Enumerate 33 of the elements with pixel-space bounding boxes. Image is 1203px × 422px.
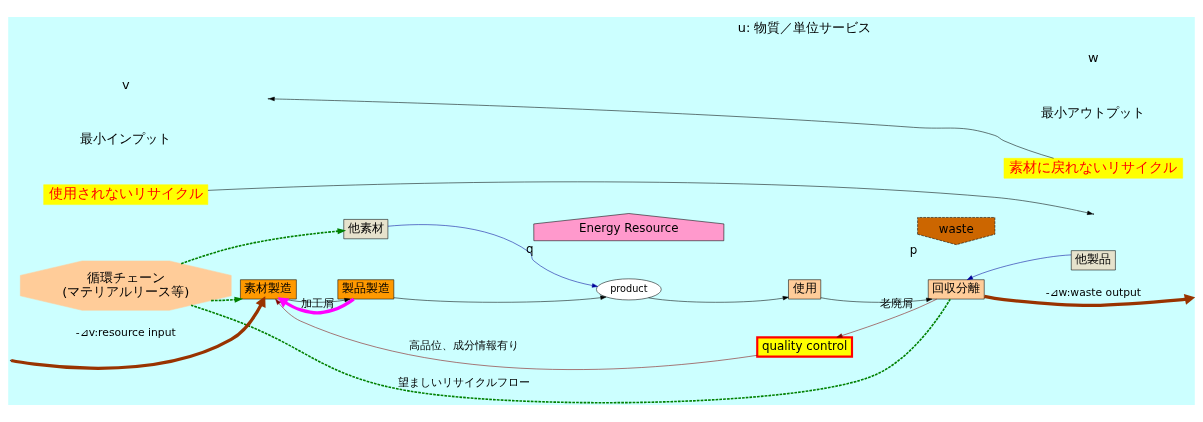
edge-label: 高品位、成分情報有り — [408, 339, 519, 353]
arrow — [277, 297, 355, 315]
edge-label: 望ましいリサイクルフロー — [397, 375, 530, 389]
label: v — [121, 76, 130, 92]
label: 最小インプット — [80, 131, 172, 147]
label: 最小アウトプット — [1041, 104, 1146, 120]
arrow — [268, 96, 1054, 159]
arrow — [836, 298, 937, 338]
arrow — [207, 181, 1094, 215]
arrow — [387, 224, 598, 288]
label: w — [1088, 50, 1099, 66]
node-label: q — [525, 242, 534, 257]
edge-label: 加工屑 — [300, 296, 334, 310]
node-box: 他素材 — [343, 219, 389, 240]
node-box: 使用 — [788, 279, 822, 300]
edge-label: -⊿v:resource input — [75, 326, 176, 340]
arrow — [393, 295, 607, 303]
arrow — [10, 296, 266, 370]
arrow — [648, 296, 789, 303]
arrow — [275, 298, 758, 370]
edge-label: -⊿w:waste output — [1045, 286, 1142, 300]
arrow — [966, 254, 1072, 280]
node-box: 製品製造 — [337, 279, 395, 300]
node-box: 素材に戻れないリサイクル — [1003, 158, 1183, 179]
arrow — [210, 296, 244, 303]
arrow — [180, 228, 347, 265]
edge-label: 老廃屑 — [880, 296, 914, 310]
node-label: p — [909, 243, 918, 258]
node-box: 他製品 — [1071, 250, 1116, 271]
node-box: quality control — [756, 336, 854, 358]
label: u: 物質／単位サービス — [737, 20, 872, 36]
node-box: 使用されないリサイクル — [43, 184, 209, 205]
node-box: 素材製造 — [240, 279, 297, 300]
